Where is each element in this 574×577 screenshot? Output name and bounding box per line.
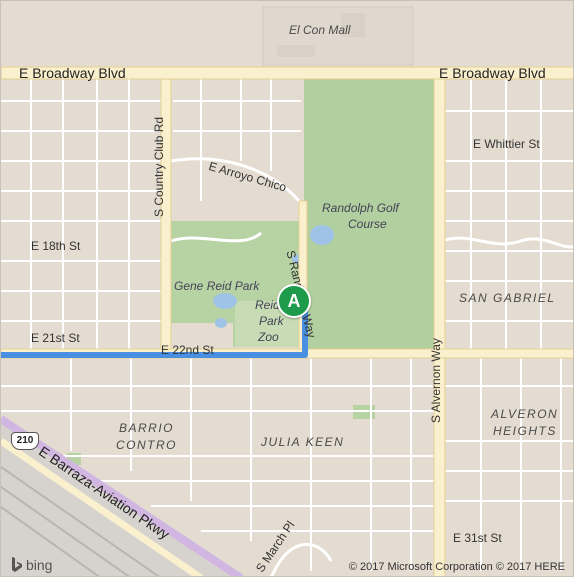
- road-label-whittier: E Whittier St: [473, 137, 540, 151]
- location-pin-a[interactable]: A: [277, 284, 311, 318]
- map-copyright: © 2017 Microsoft Corporation © 2017 HERE: [348, 561, 565, 573]
- neighborhood-label-alveron-line1: ALVERON: [491, 407, 559, 421]
- bing-logo[interactable]: bing: [11, 557, 52, 573]
- road-label-country-club: S Country Club Rd: [152, 116, 166, 217]
- mall-building: [341, 13, 365, 37]
- curved-streets: [170, 157, 573, 576]
- place-label-gene-reid-park: Gene Reid Park: [174, 279, 260, 293]
- mall-building: [277, 45, 315, 57]
- road-label-broadway-east: E Broadway Blvd: [439, 65, 546, 81]
- neighborhood-label-julia-keen: JULIA KEEN: [261, 435, 345, 449]
- neighborhood-label-alveron-line2: HEIGHTS: [493, 424, 557, 438]
- local-streets: [1, 79, 573, 571]
- road-label-e22nd: E 22nd St: [161, 343, 214, 357]
- park-pond: [213, 293, 237, 309]
- place-label-zoo-line1: Reid: [255, 298, 280, 312]
- bing-logo-text: bing: [26, 557, 53, 573]
- park-pond: [215, 318, 227, 328]
- bing-b-icon: [12, 557, 22, 572]
- place-label-el-con-mall: El Con Mall: [289, 23, 351, 37]
- road-label-alvernon: S Alvernon Way: [429, 338, 443, 423]
- road-label-e31st: E 31st St: [453, 531, 502, 545]
- place-label-golf-course-line1: Randolph Golf: [322, 201, 399, 215]
- neighborhood-label-barrio-line1: BARRIO: [119, 421, 175, 435]
- golf-pond: [310, 225, 334, 245]
- neighborhood-label-barrio-line2: CONTRO: [116, 438, 177, 452]
- place-label-golf-course-line2: Course: [348, 217, 387, 231]
- place-label-zoo-line3: Zoo: [258, 330, 279, 344]
- aviation-parkway: [1, 415, 244, 576]
- route-210-shield-icon: 210: [11, 432, 39, 450]
- place-label-zoo-line2: Park: [259, 314, 284, 328]
- road-label-e21st: E 21st St: [31, 331, 80, 345]
- neighborhood-label-san-gabriel: SAN GABRIEL: [459, 291, 556, 305]
- road-label-broadway-west: E Broadway Blvd: [19, 65, 126, 81]
- road-label-e18th: E 18th St: [31, 239, 81, 253]
- randolph-golf-course-area: [304, 79, 436, 351]
